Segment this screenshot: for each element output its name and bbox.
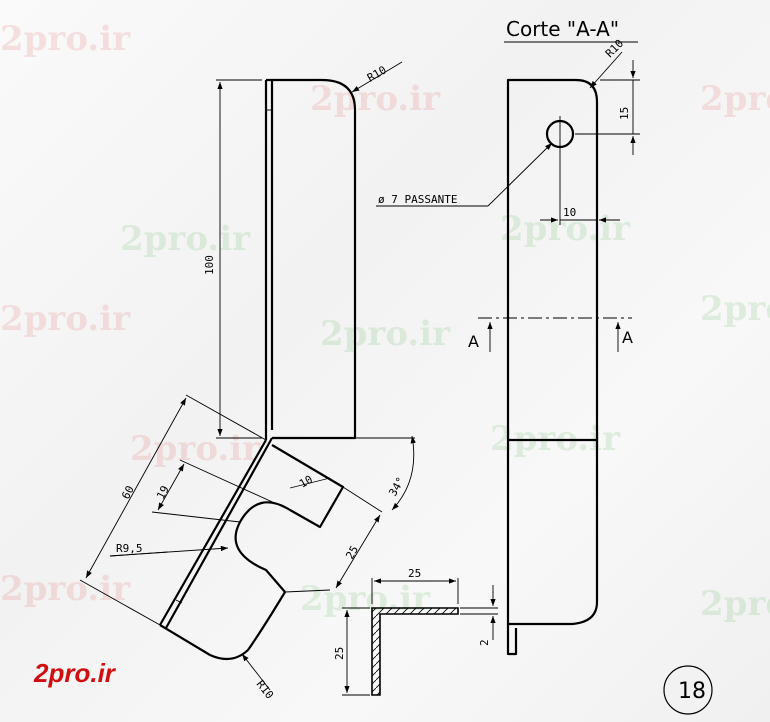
watermark: 2pro.ir [0, 299, 131, 339]
l-profile [371, 607, 459, 696]
dim-25-height: 25 [333, 647, 346, 660]
l-profile-section: 25 25 2 [333, 567, 498, 696]
watermark: 2pro.ir [500, 209, 631, 249]
bracket-side-view: Corte "A-A" A A R10 15 10 ø 7 PASSANTE [376, 17, 640, 656]
lower-arm-thickness [159, 437, 273, 629]
section-title: Corte "A-A" [506, 17, 619, 41]
watermark: 2pro.ir [320, 314, 451, 354]
dim-r10-bottom: R10 [254, 678, 276, 702]
arm-thickness-lines [264, 80, 274, 440]
watermark: 2pro.ir [700, 79, 770, 119]
section-mark-right: A [622, 328, 633, 347]
page-number-circle [663, 665, 713, 715]
tab [506, 624, 518, 656]
watermark: 2pro.ir [700, 584, 770, 624]
dim-19: 19 [154, 484, 172, 502]
lower-arm-top [271, 444, 345, 529]
dim-line-60 [85, 397, 187, 579]
dim-100: 100 [203, 255, 216, 275]
slot-outline [234, 501, 291, 593]
site-logo: 2pro.ir [33, 658, 117, 688]
dim-60: 60 [119, 484, 137, 502]
dim-angle: 34° [386, 475, 407, 499]
dim-10-slot: 10 [297, 473, 315, 491]
watermark: 2pro.ir [0, 569, 131, 609]
bracket-front-view: 100 R10 34° 60 19 10 25 R9,5 R10 [79, 61, 416, 702]
lower-arm-bottom [159, 591, 286, 661]
dim-15: 15 [618, 107, 631, 120]
dim-25-slot: 25 [343, 544, 361, 562]
dim-10-hole: 10 [563, 206, 576, 219]
hole-note: ø 7 PASSANTE [378, 193, 457, 206]
side-outline [506, 78, 599, 626]
dim-25-width: 25 [408, 567, 421, 580]
watermark: 2pro.ir [700, 289, 770, 329]
dim-r9-5: R9,5 [116, 542, 143, 555]
arm-outline [266, 78, 357, 440]
watermark: 2pro.ir [120, 219, 251, 259]
watermarks: 2pro.ir 2pro.ir 2pro.ir 2pro.ir 2pro.ir … [0, 19, 770, 624]
dim-2: 2 [478, 639, 491, 646]
page-number: 18 [678, 679, 706, 704]
section-mark-left: A [468, 332, 479, 351]
watermark: 2pro.ir [310, 79, 441, 119]
watermark: 2pro.ir [0, 19, 131, 59]
